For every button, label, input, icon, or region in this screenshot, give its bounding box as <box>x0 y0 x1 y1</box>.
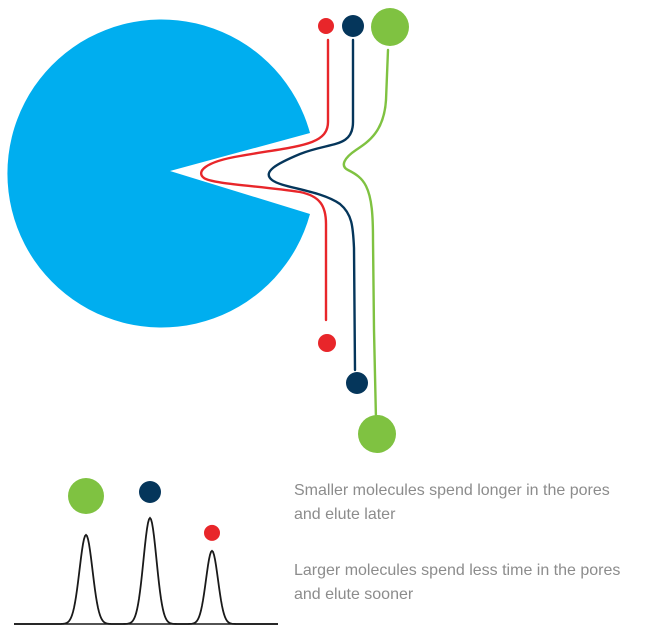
peak-marker-small-molecule <box>204 524 220 541</box>
chromatogram <box>14 478 278 625</box>
caption-smaller-molecules: Smaller molecules spend longer in the po… <box>294 482 610 523</box>
medium-molecule-top-dot <box>342 15 364 37</box>
small-molecule-top-dot <box>318 18 334 34</box>
small-molecule-path <box>200 38 330 322</box>
peak-marker-medium-molecule <box>139 481 161 503</box>
large-molecule-bottom-dot <box>358 415 396 453</box>
medium-molecule-path <box>267 38 357 372</box>
large-molecule-path <box>342 48 390 422</box>
peak-marker-large-molecule <box>68 478 104 514</box>
large-molecule-top-dot <box>371 8 409 46</box>
small-molecule-bottom-dot <box>318 334 336 352</box>
medium-molecule-bottom-dot <box>346 372 368 394</box>
chromatogram-trace <box>14 516 278 625</box>
caption-larger-molecules: Larger molecules spend less time in the … <box>294 562 621 603</box>
porous-bead <box>7 19 310 328</box>
